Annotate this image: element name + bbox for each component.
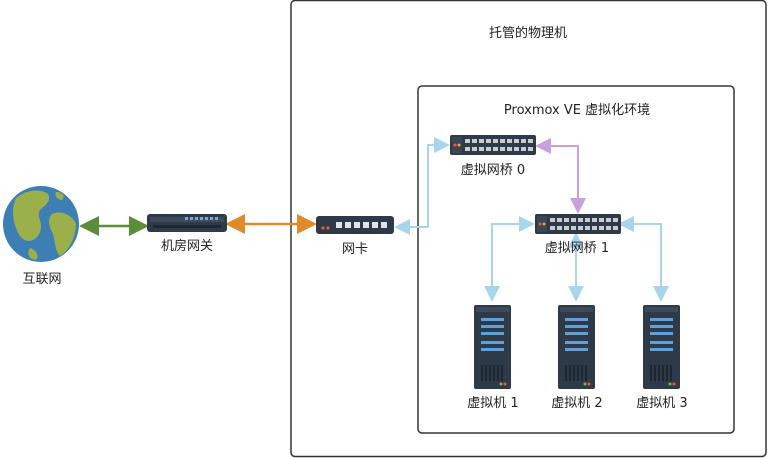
switch-icon-bridge0 bbox=[450, 135, 536, 155]
host-box-title: 托管的物理机 bbox=[488, 26, 568, 41]
bridge0-label: 虚拟网桥 0 bbox=[460, 163, 526, 178]
router-icon bbox=[147, 214, 227, 232]
link-bridge1-vm3 bbox=[618, 216, 669, 302]
globe-icon bbox=[3, 186, 79, 262]
server-icon-vm1 bbox=[474, 305, 511, 389]
vm2-label: 虚拟机 2 bbox=[551, 396, 603, 411]
gateway-label: 机房网关 bbox=[160, 239, 214, 254]
link-bridge1-vm1 bbox=[484, 216, 535, 302]
pve-box bbox=[417, 85, 735, 434]
pve-box-title: Proxmox VE 虚拟化环境 bbox=[503, 103, 651, 118]
internet-label: 互联网 bbox=[22, 272, 62, 287]
server-icon-vm3 bbox=[643, 305, 680, 389]
nic-label: 网卡 bbox=[341, 242, 369, 257]
vm3-label: 虚拟机 3 bbox=[636, 396, 688, 411]
server-icon-vm2 bbox=[558, 305, 595, 389]
nic-icon bbox=[316, 216, 394, 234]
vm1-label: 虚拟机 1 bbox=[467, 396, 519, 411]
bridge1-label: 虚拟网桥 1 bbox=[544, 241, 610, 256]
link-nic-bridge0 bbox=[394, 137, 450, 235]
link-bridge0-bridge1 bbox=[535, 138, 586, 214]
switch-icon-bridge1 bbox=[535, 214, 621, 234]
